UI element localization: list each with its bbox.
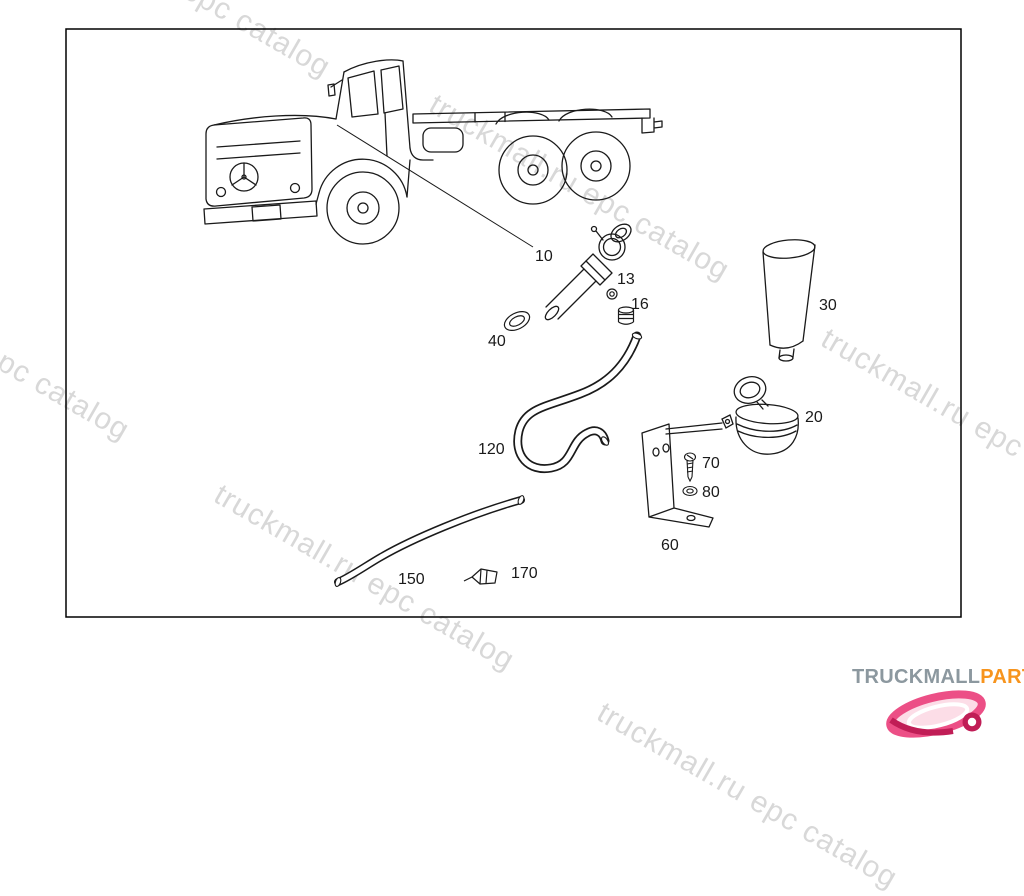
part-label-40[interactable]: 40 [488,333,506,350]
diagram-frame [65,28,962,618]
part-170-clip [463,568,498,585]
part-70-screw [683,452,697,483]
parts-diagram-svg [65,28,986,742]
part-10-filler-neck [544,223,632,321]
part-60-bracket [641,423,714,528]
part-label-170[interactable]: 170 [511,565,538,582]
part-150-hose [334,495,525,587]
part-40-seal-ring [503,310,531,332]
part-30-canister [762,239,816,362]
logo-text-accent: PARTS [980,666,1024,688]
mercedes-star-icon [229,162,259,192]
part-80-washer [682,485,698,497]
part-label-20[interactable]: 20 [805,409,823,426]
part-16-fitting [617,306,635,325]
part-label-120[interactable]: 120 [478,441,505,458]
part-label-16[interactable]: 16 [631,296,649,313]
truckmall-logo-swirl-icon[interactable] [886,687,986,742]
part-120-hose [513,331,643,474]
part-label-10[interactable]: 10 [535,248,553,265]
part-label-150[interactable]: 150 [398,571,425,588]
truck-drawing [203,59,663,245]
part-label-13[interactable]: 13 [617,271,635,288]
part-13-ring [606,288,618,300]
logo-text-primary: TRUCKMALL [852,666,981,688]
part-label-80[interactable]: 80 [702,484,720,501]
part-20-container [665,376,799,455]
leader-line [336,124,534,248]
part-label-30[interactable]: 30 [819,297,837,314]
part-label-60[interactable]: 60 [661,537,679,554]
truckmall-logo[interactable]: TRUCKMALLPARTS [852,666,1024,689]
part-label-70[interactable]: 70 [702,455,720,472]
